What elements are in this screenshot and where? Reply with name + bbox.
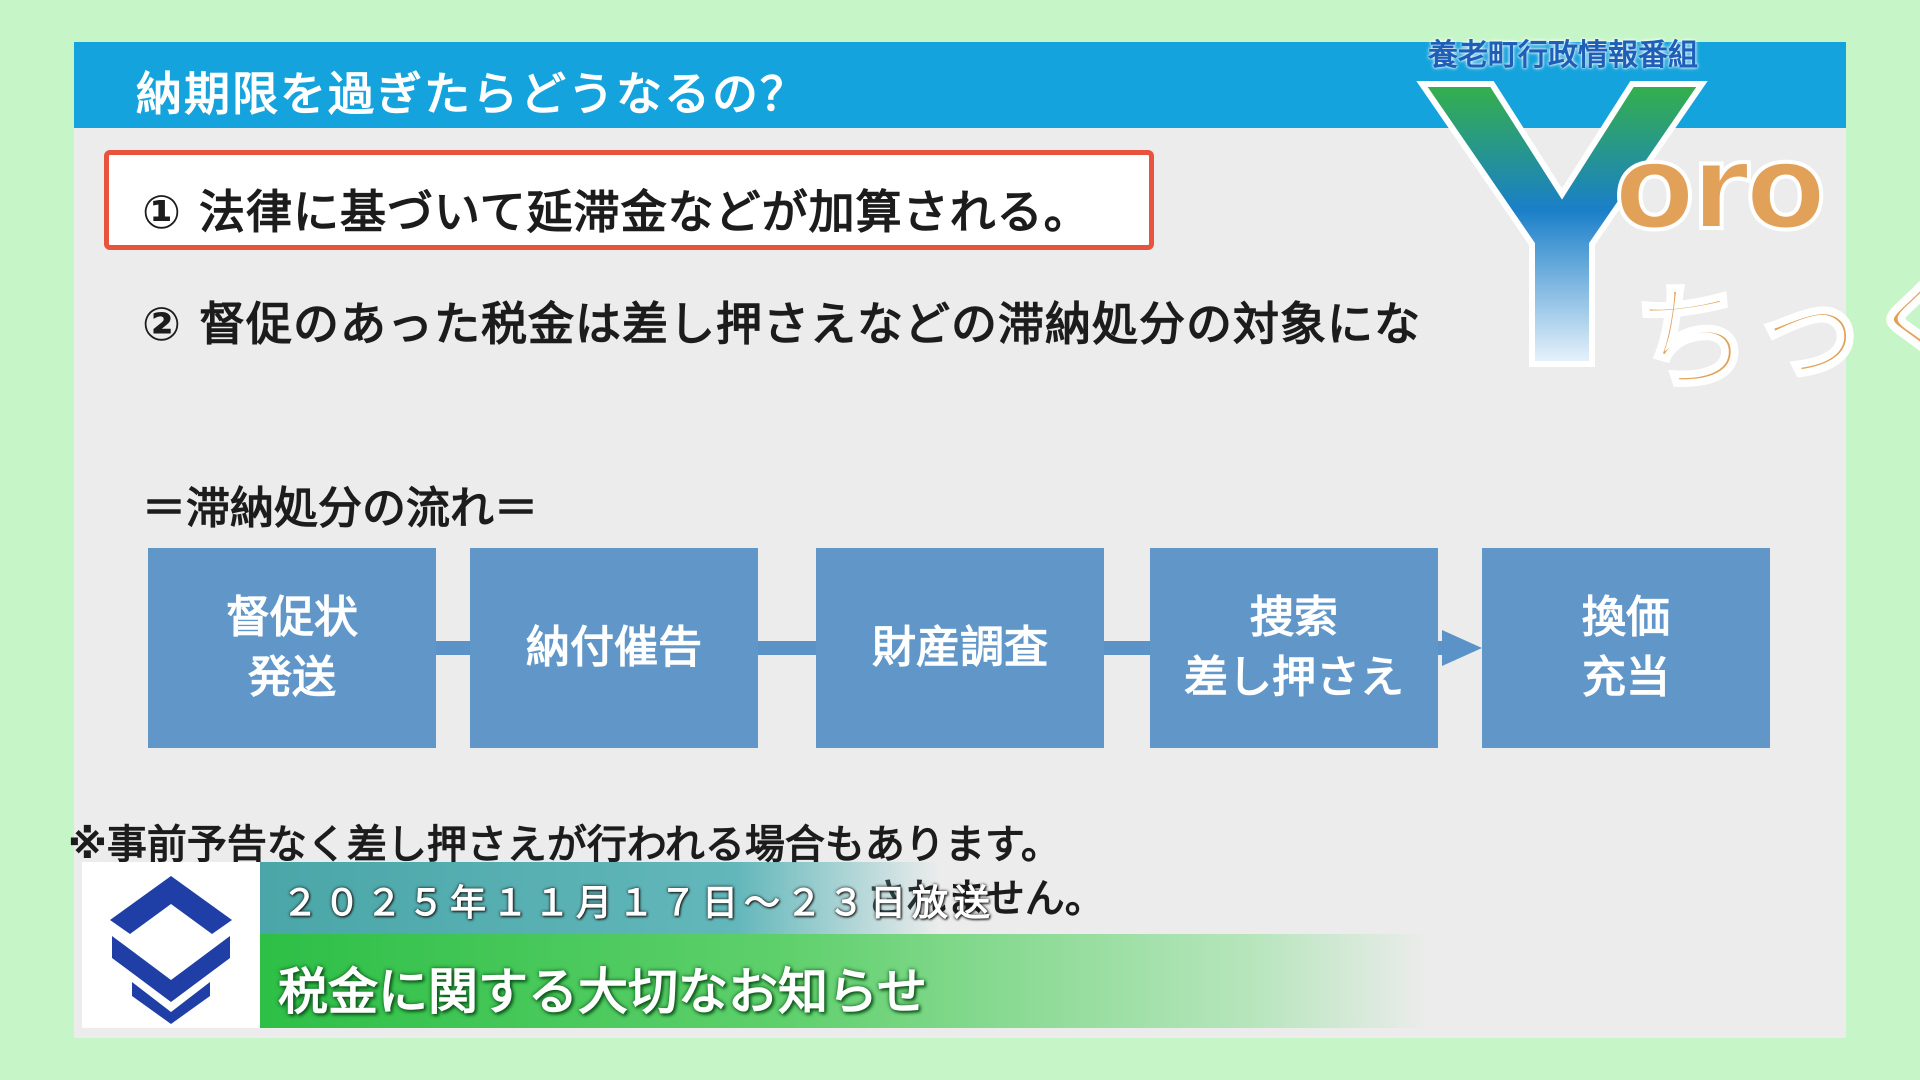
point-2-text: ② 督促のあった税金は差し押さえなどの滞納処分の対象にな [142,297,1421,351]
program-label: 養老町行政情報番組 [1428,38,1698,73]
slide-title: 納期限を過ぎたらどうなるの？ [136,67,808,121]
flow-step-label: 捜索 差し押さえ [1184,592,1404,703]
topic-band [260,934,1430,1028]
flow-step-3: 財産調査 [816,548,1104,748]
flow-heading: ＝滞納処分の流れ＝ [142,483,538,534]
point-1-text: ① 法律に基づいて延滞金などが加算される。 [142,185,1091,239]
yoro-logo-y-icon [1416,81,1708,367]
flow-step-label: 換価 充当 [1582,592,1670,703]
date-band [260,862,940,934]
note-text: ※事前予告なく差し押さえが行われる場合もあります。 [68,822,1061,868]
flow-step-2: 納付催告 [470,548,758,748]
flow-step-5: 換価 充当 [1482,548,1770,748]
flow-step-label: 督促状 発送 [226,592,358,703]
yoro-logo-text: oro [1612,116,1828,258]
flow-step-4: 捜索 差し押さえ [1150,548,1438,748]
town-crest [82,862,260,1028]
town-emblem-icon [110,876,232,1024]
topic-title: 税金に関する大切なお知らせ [278,963,927,1021]
flow-step-1: 督促状 発送 [148,548,436,748]
chikku-logo-text: ちっく [1628,249,1920,412]
flow-step-label: 財産調査 [872,622,1048,673]
slide-header: 納期限を過ぎたらどうなるの？ [74,42,1846,128]
broadcast-date: ２０２５年１１月１７日～２３日放送 [282,883,997,924]
flow-step-label: 納付催告 [526,622,702,673]
highlight-box [104,150,1154,250]
flow-arrow-icon [1442,630,1482,666]
